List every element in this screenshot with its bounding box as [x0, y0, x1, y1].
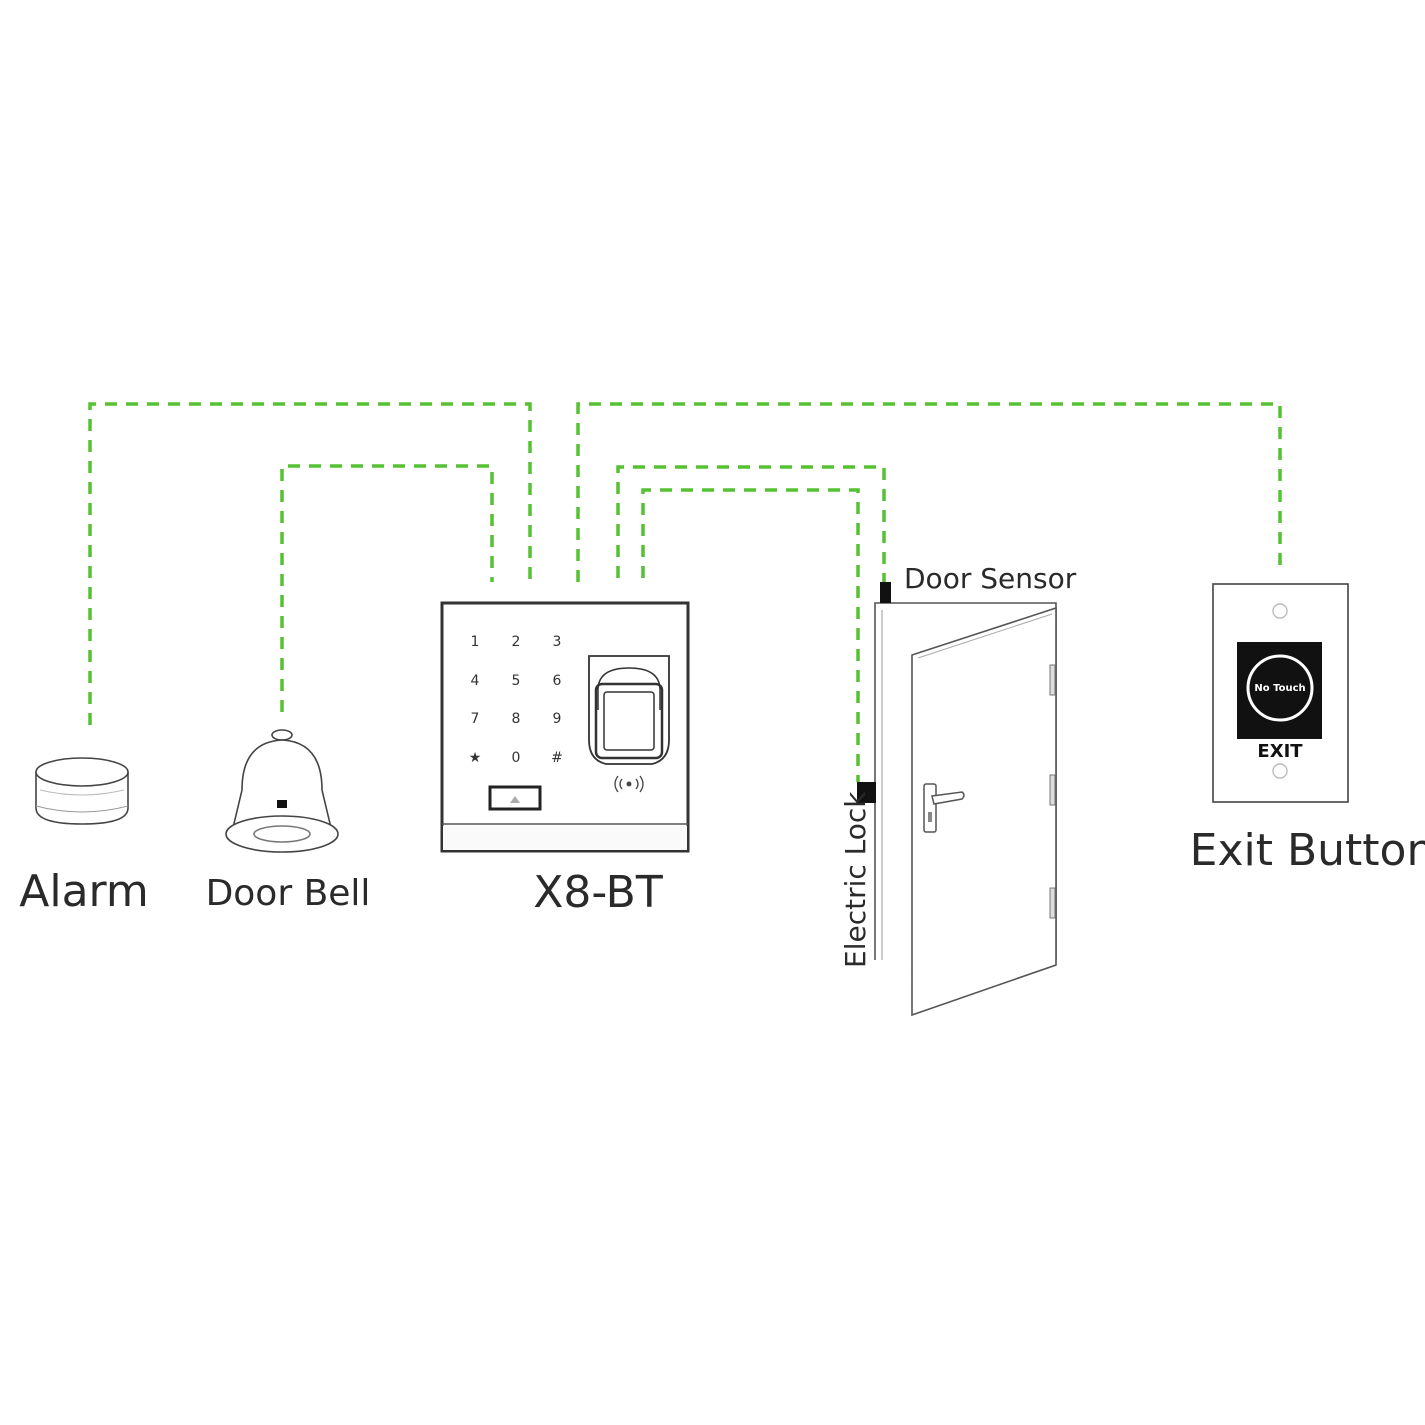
key-3[interactable]: 3: [553, 634, 562, 650]
rfid-icon: [614, 775, 644, 793]
exit-button-panel: No Touch EXIT: [1212, 583, 1349, 803]
exit-button-label: Exit Button: [1190, 825, 1425, 876]
door-sensor-label: Door Sensor: [904, 562, 1077, 595]
key-5[interactable]: 5: [512, 673, 521, 689]
key-0[interactable]: 0: [512, 750, 521, 766]
no-touch-text: No Touch: [1254, 683, 1305, 694]
key-8[interactable]: 8: [512, 711, 521, 727]
electric-lock-icon: [857, 782, 876, 803]
device-label: X8-BT: [533, 867, 663, 918]
door-icon: [874, 602, 1057, 1017]
door-sensor-icon: [880, 582, 891, 603]
door-bell-icon: [225, 729, 339, 853]
alarm-icon: [35, 757, 129, 825]
door-handle-icon[interactable]: [923, 783, 965, 833]
fingerprint-sensor-icon[interactable]: [588, 655, 670, 765]
electric-lock-label: Electric Lock: [839, 791, 872, 968]
key-hash[interactable]: #: [551, 750, 563, 766]
key-1[interactable]: 1: [471, 634, 480, 650]
wire-exit-button: [576, 402, 1282, 582]
wire-door-bell: [280, 464, 494, 712]
wire-electric-lock: [641, 488, 860, 782]
wire-alarm: [88, 402, 532, 725]
wiring-lines: [88, 402, 1282, 782]
keypad: 1 2 3 4 5 6 7 8 9 ★ 0 #: [469, 634, 563, 766]
screw-icon: [1272, 763, 1288, 779]
key-6[interactable]: 6: [553, 673, 562, 689]
x8-bt-device: 1 2 3 4 5 6 7 8 9 ★ 0 #: [440, 601, 690, 853]
exit-text: EXIT: [1257, 741, 1303, 762]
no-touch-sensor-icon[interactable]: [1246, 654, 1314, 722]
door-bell-label: Door Bell: [206, 873, 371, 914]
key-9[interactable]: 9: [553, 711, 562, 727]
alarm-label: Alarm: [19, 866, 148, 917]
key-7[interactable]: 7: [471, 711, 480, 727]
camera-window-icon: [488, 785, 542, 811]
screw-icon: [1272, 603, 1288, 619]
key-4[interactable]: 4: [471, 673, 480, 689]
key-2[interactable]: 2: [512, 634, 521, 650]
wire-door-sensor: [616, 465, 886, 582]
key-star[interactable]: ★: [469, 750, 482, 766]
